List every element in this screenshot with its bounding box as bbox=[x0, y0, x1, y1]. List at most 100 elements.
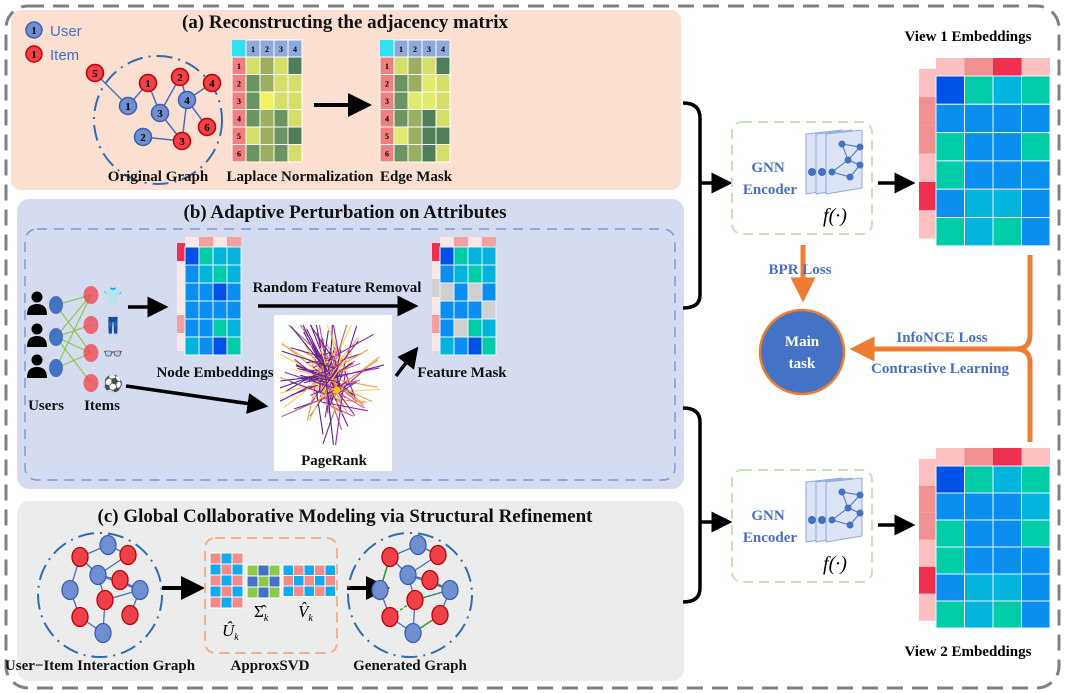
original-graph-label: Original Graph bbox=[108, 169, 209, 185]
embedding-cell bbox=[935, 600, 965, 629]
interaction-graph-boundary bbox=[37, 532, 163, 658]
svd-cell bbox=[246, 586, 259, 599]
embedding-left-cell bbox=[919, 485, 936, 513]
view2-label: View 2 Embeddings bbox=[905, 644, 1032, 660]
svd-cell bbox=[220, 552, 233, 565]
pagerank-edge bbox=[308, 376, 333, 382]
row-header-label: 3 bbox=[385, 97, 389, 106]
panel-b-inner-frame bbox=[24, 228, 676, 481]
embedding-cell bbox=[1021, 217, 1051, 247]
matrix-corner bbox=[380, 40, 394, 57]
embedding-cell bbox=[439, 300, 455, 320]
embedding-top-cell bbox=[185, 237, 199, 247]
svd-cell bbox=[324, 564, 336, 576]
embedding-cell bbox=[992, 600, 1022, 629]
panel-a: (a) Reconstructing the adjacency matrix … bbox=[11, 10, 681, 190]
pagerank-edge bbox=[337, 352, 362, 363]
svd-cell bbox=[282, 564, 294, 576]
matrix-cell bbox=[259, 144, 275, 163]
column-header-label: 4 bbox=[293, 45, 297, 54]
item-node-label: 6 bbox=[204, 122, 210, 134]
embedding-cell bbox=[992, 519, 1022, 548]
item-node bbox=[421, 569, 439, 591]
user-node bbox=[131, 579, 149, 601]
svd-cell bbox=[282, 585, 294, 597]
user-node bbox=[399, 564, 417, 586]
embedding-cell bbox=[935, 75, 965, 105]
embedding-cell bbox=[935, 188, 965, 218]
embedding-left-cell bbox=[919, 125, 936, 154]
person-icon bbox=[27, 354, 47, 378]
embedding-cell bbox=[198, 336, 214, 356]
column-header-label: 2 bbox=[413, 45, 417, 54]
embedding-cell bbox=[198, 246, 214, 266]
embedding-cell bbox=[481, 300, 497, 320]
embedding-cell bbox=[935, 546, 965, 575]
embedding-cell bbox=[935, 160, 965, 190]
embedding-cell bbox=[964, 600, 994, 629]
arrow-to-pagerank bbox=[125, 384, 269, 414]
embedding-cell bbox=[184, 318, 200, 338]
embedding-left-cell bbox=[919, 182, 936, 211]
embedding-cell bbox=[198, 318, 214, 338]
svd-cell bbox=[231, 563, 244, 576]
svd-cell bbox=[231, 596, 244, 609]
matrix-cell bbox=[435, 144, 451, 163]
soccer-ball-icon: ⚽ bbox=[102, 374, 123, 393]
item-node-label: 4 bbox=[209, 78, 215, 90]
svd-cell bbox=[246, 575, 259, 588]
layer-node bbox=[856, 491, 864, 499]
svd-cell bbox=[209, 596, 222, 609]
matrix-cell bbox=[435, 74, 451, 93]
item-node bbox=[138, 73, 158, 93]
matrix-cell bbox=[259, 109, 275, 128]
pagerank-graph bbox=[279, 324, 385, 446]
matrix-cell bbox=[273, 74, 289, 93]
embedding-cell bbox=[992, 75, 1022, 105]
sigma-hat-label: Σ̂k bbox=[254, 602, 269, 624]
embedding-top-cell bbox=[936, 58, 965, 76]
row-header-label: 3 bbox=[237, 97, 241, 106]
matrix-cell bbox=[407, 91, 423, 110]
pagerank-edge bbox=[324, 402, 344, 415]
item-node bbox=[119, 544, 137, 566]
person-head bbox=[31, 291, 43, 303]
generated-edge bbox=[429, 579, 451, 591]
bracket-top bbox=[682, 101, 702, 310]
view2-embeddings-matrix bbox=[919, 448, 1051, 629]
matrix-cell bbox=[259, 126, 275, 145]
svd-cell bbox=[303, 575, 315, 587]
layer-node bbox=[808, 516, 816, 524]
matrix-cell bbox=[245, 91, 261, 110]
item-node-label: 5 bbox=[92, 68, 98, 80]
embedding-cell bbox=[439, 246, 455, 266]
pagerank-edge bbox=[318, 352, 329, 357]
item-node bbox=[381, 606, 399, 628]
row-header-label: 5 bbox=[237, 132, 241, 141]
main-task-label-1: Main bbox=[785, 334, 820, 350]
embedding-cell bbox=[964, 188, 994, 218]
embedding-cell bbox=[1021, 103, 1051, 134]
panel-a-title: (a) Reconstructing the adjacency matrix bbox=[182, 12, 509, 33]
embedding-cell bbox=[992, 103, 1022, 134]
matrix-cell bbox=[287, 144, 303, 163]
embedding-cell bbox=[481, 318, 497, 338]
embedding-cell bbox=[198, 282, 214, 302]
embedding-cell bbox=[964, 103, 994, 134]
pagerank-edge bbox=[329, 376, 354, 396]
matrix-cell bbox=[407, 144, 423, 163]
svd-cell bbox=[209, 563, 222, 576]
pagerank-edge bbox=[328, 367, 380, 379]
person-body bbox=[27, 336, 47, 347]
embedding-cell bbox=[992, 160, 1022, 190]
matrix-cell bbox=[245, 109, 261, 128]
pagerank-edge bbox=[338, 381, 357, 394]
embedding-cell bbox=[184, 246, 200, 266]
embedding-cell bbox=[481, 282, 497, 302]
svd-cell bbox=[257, 564, 270, 577]
embedding-top-cell bbox=[199, 237, 213, 247]
embedding-top-cell bbox=[993, 448, 1022, 466]
matrix-cell bbox=[273, 109, 289, 128]
embedding-left-cell bbox=[432, 297, 440, 315]
